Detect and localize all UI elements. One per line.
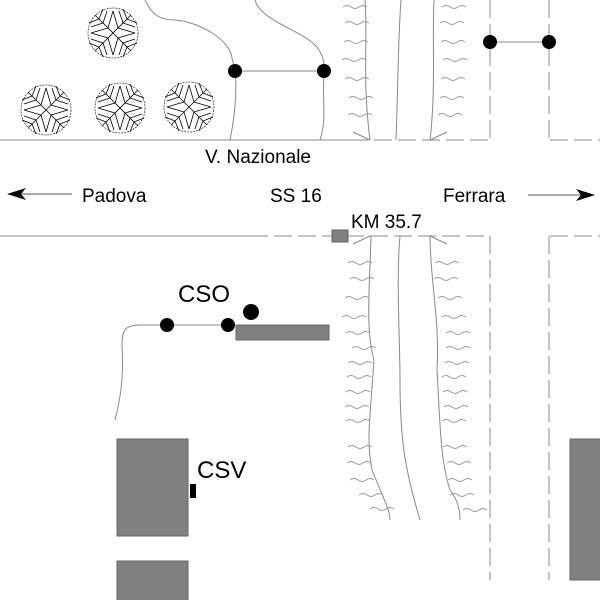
water-hatching — [341, 261, 488, 512]
channel-center — [395, 0, 402, 141]
property-boundary-north — [144, 0, 237, 141]
km-marker-label: KM 35.7 — [351, 212, 422, 233]
building — [569, 438, 600, 581]
tree-icon — [87, 7, 139, 59]
arrow-left-icon — [7, 188, 26, 200]
channel-bank — [429, 0, 435, 141]
survey-node[interactable] — [160, 318, 174, 332]
csv-station-marker[interactable] — [190, 484, 196, 498]
survey-node[interactable] — [542, 35, 556, 49]
arrow-right-icon — [576, 189, 595, 201]
csv-label: CSV — [197, 457, 246, 484]
tree-icon — [163, 81, 215, 133]
building — [116, 560, 189, 600]
channel-bank — [429, 235, 461, 521]
tree-icon — [20, 84, 72, 136]
cso-label: CSO — [178, 281, 230, 308]
tree-icon — [94, 82, 146, 134]
street-name-label: V. Nazionale — [205, 147, 311, 168]
survey-node[interactable] — [483, 35, 497, 49]
property-boundary-north-2 — [254, 0, 325, 141]
property-boundary-cso — [114, 324, 167, 421]
building-csv — [116, 438, 189, 537]
direction-east-label: Ferrara — [443, 186, 506, 207]
survey-node[interactable] — [228, 64, 242, 78]
water-hatching — [341, 5, 468, 117]
channel-center — [397, 235, 421, 521]
survey-node[interactable] — [221, 318, 235, 332]
cso-station-marker[interactable] — [243, 304, 259, 320]
channel-bank — [368, 235, 391, 521]
km-marker-box — [331, 229, 349, 243]
channel-bank — [364, 0, 371, 141]
road-code-label: SS 16 — [270, 186, 322, 207]
direction-west-label: Padova — [82, 186, 147, 207]
building-cso — [235, 324, 330, 341]
survey-node[interactable] — [317, 64, 331, 78]
